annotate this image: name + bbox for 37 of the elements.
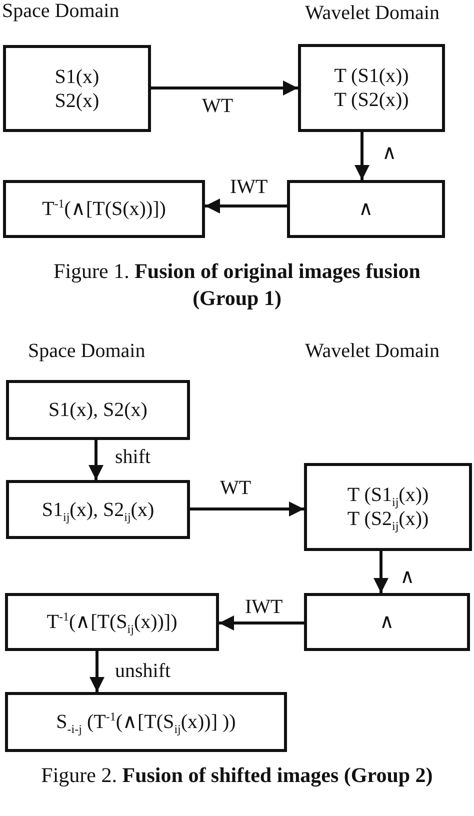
formula-text: S1(x), S2(x)	[48, 398, 148, 422]
domain-heading: Wavelet Domain	[305, 2, 440, 25]
figure-caption: Figure 2. Fusion of shifted images (Group 2)	[40, 762, 434, 789]
formula-text: T$^{-1}$(∧[T(S$_{ij}$(x))])	[46, 610, 178, 634]
arrow	[354, 132, 370, 180]
process-box	[287, 180, 445, 238]
formula-text: S2(x)	[54, 88, 100, 112]
arrow	[90, 651, 104, 692]
arrow	[219, 616, 304, 630]
formula-text: ∧	[380, 610, 394, 634]
arrow	[151, 80, 298, 96]
process-box	[5, 692, 287, 752]
formula-text: S$_{-i-j}$ (T$^{-1}$(∧[T(S$_{ij}$(x))] ))	[56, 710, 236, 734]
arrow	[205, 198, 287, 214]
process-box	[5, 593, 219, 651]
process-box	[3, 45, 151, 132]
arrow	[374, 551, 388, 593]
formula-text: T (S2$_{ij}$(x))	[347, 508, 429, 531]
formula-text: T$^{-1}$(∧[T(S(x))])	[42, 197, 166, 221]
domain-heading: Space Domain	[28, 340, 146, 363]
formula-text: T (S1$_{ij}$(x))	[347, 483, 429, 507]
domain-heading: Wavelet Domain	[305, 340, 440, 363]
arrow	[88, 440, 104, 480]
process-box	[6, 480, 190, 539]
formula-text: ∧	[358, 197, 374, 221]
formula-text: T (S1(x))	[334, 64, 409, 88]
domain-heading: Space Domain	[2, 0, 120, 23]
process-box	[3, 180, 205, 238]
formula-text: S1(x)	[54, 64, 100, 88]
process-box	[304, 463, 472, 551]
figure-caption: Figure 1. Fusion of original images fusion (Group 1)	[52, 258, 422, 312]
process-box	[304, 593, 470, 651]
process-box	[298, 44, 445, 132]
formula-text: T (S2(x))	[334, 88, 409, 112]
process-box	[6, 380, 190, 440]
formula-text: S1$_{ij}$(x), S2$_{ij}$(x)	[42, 498, 154, 522]
arrow	[190, 502, 304, 516]
